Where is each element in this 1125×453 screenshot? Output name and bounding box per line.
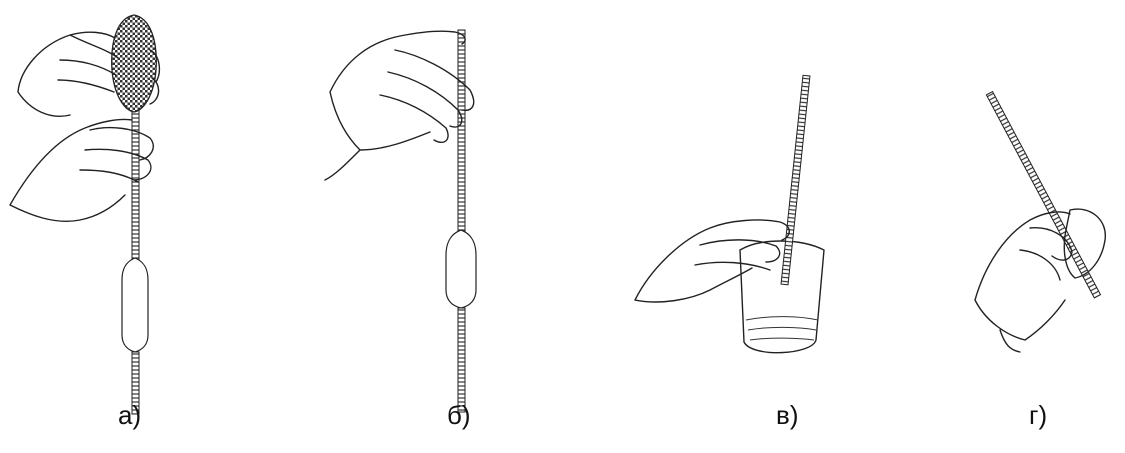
pipette-tube-lower — [458, 308, 465, 412]
hand — [975, 212, 1072, 352]
panel-v-rod-in-beaker — [635, 75, 824, 352]
caption-a: а) — [118, 400, 141, 431]
pipette-bulb-body — [122, 258, 148, 352]
caption-v: в) — [776, 400, 798, 431]
beaker — [740, 241, 824, 353]
panel-b-pipette-finger — [325, 30, 476, 412]
panel-g-wiping-rod — [975, 92, 1105, 352]
pipette-tube-upper — [458, 30, 465, 235]
caption-b: б) — [447, 400, 471, 431]
pipette-bulb-body — [446, 230, 476, 308]
hand — [635, 220, 789, 302]
rubber-bulb — [112, 15, 157, 112]
panel-a-pipette-with-bulb — [10, 15, 159, 414]
hand — [325, 31, 474, 180]
beaker-liquid — [746, 317, 818, 340]
caption-g: г) — [1029, 400, 1047, 431]
glass-rod — [781, 75, 810, 285]
pipette-tube-upper — [132, 95, 139, 260]
glass-rod — [986, 92, 1100, 298]
